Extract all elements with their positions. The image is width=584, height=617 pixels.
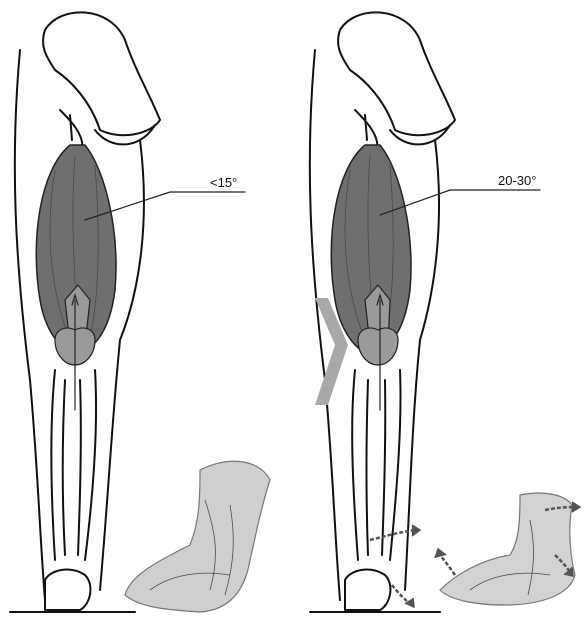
right-angle-label: 20-30°	[498, 173, 536, 188]
right-foot-illustration	[435, 493, 580, 605]
right-leg-figure: 20-30°	[310, 12, 540, 612]
left-foot-illustration	[125, 461, 270, 612]
left-angle-label: <15°	[210, 175, 237, 190]
